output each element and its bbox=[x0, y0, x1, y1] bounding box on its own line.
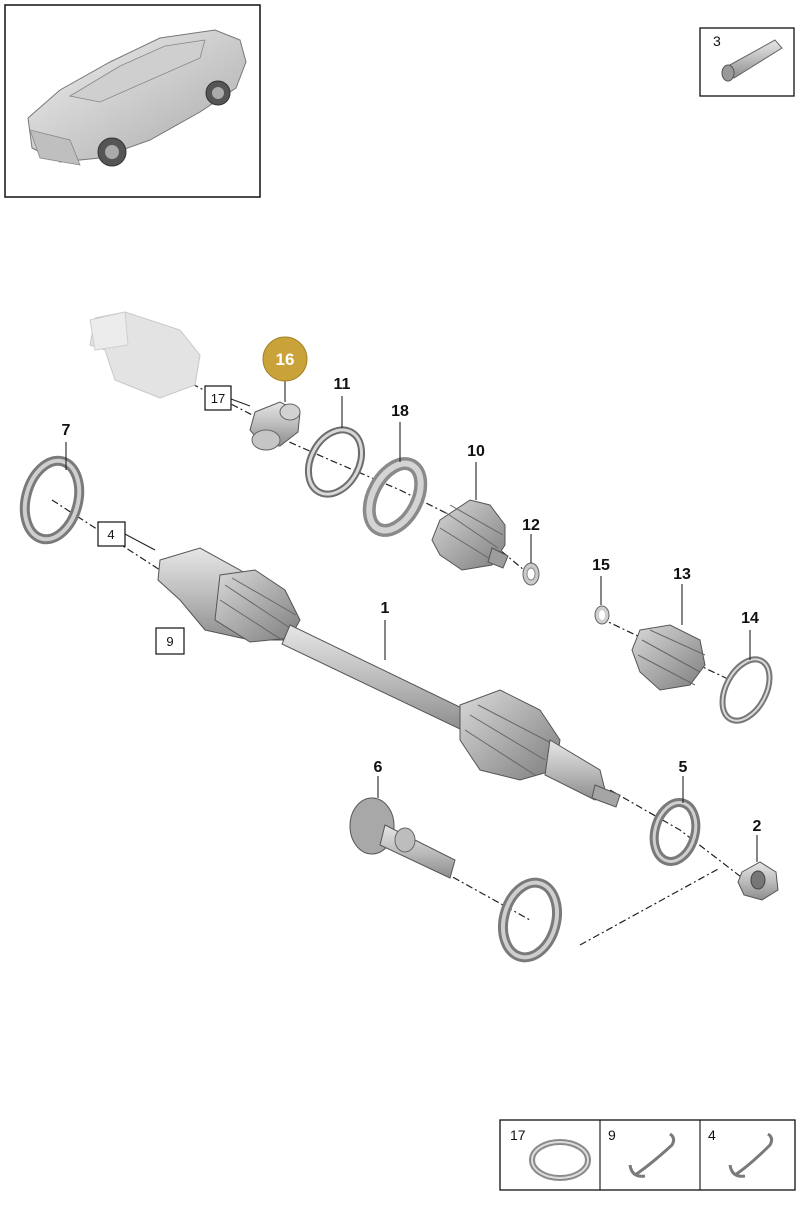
svg-text:9: 9 bbox=[166, 634, 173, 649]
callout-7[interactable]: 7 bbox=[62, 422, 71, 439]
svg-text:9: 9 bbox=[608, 1127, 616, 1143]
ring-15[interactable] bbox=[594, 605, 610, 625]
spacer-ring-18[interactable] bbox=[359, 455, 432, 539]
callout-15[interactable]: 15 bbox=[592, 557, 610, 574]
band-clamp-14[interactable] bbox=[713, 651, 779, 728]
snap-ring-11[interactable] bbox=[298, 421, 372, 504]
legend-cell-4[interactable]: 4 bbox=[708, 1127, 774, 1178]
callout-11[interactable]: 11 bbox=[334, 376, 351, 393]
collar-nut-2[interactable] bbox=[737, 861, 779, 901]
leader-lines bbox=[65, 378, 758, 862]
inner-joint-housing[interactable] bbox=[89, 311, 201, 399]
callout-13[interactable]: 13 bbox=[673, 566, 691, 583]
car-illustration bbox=[27, 29, 247, 167]
boot-13[interactable] bbox=[631, 624, 706, 691]
callout-10[interactable]: 10 bbox=[467, 443, 485, 460]
drive-shaft-1[interactable] bbox=[157, 547, 621, 808]
ring-5[interactable] bbox=[648, 798, 702, 866]
callout-1[interactable]: 1 bbox=[381, 600, 390, 617]
boxed-ref-9[interactable]: 9 bbox=[155, 627, 185, 655]
clamp-12[interactable] bbox=[522, 562, 540, 586]
svg-text:4: 4 bbox=[107, 527, 114, 542]
vehicle-thumbnail[interactable] bbox=[4, 4, 261, 198]
retaining-ring-7[interactable] bbox=[17, 455, 88, 546]
boxed-ref-17[interactable]: 17 bbox=[204, 385, 232, 411]
boot-10[interactable] bbox=[431, 499, 509, 571]
svg-text:17: 17 bbox=[510, 1127, 526, 1143]
grease-tube-icon bbox=[721, 39, 783, 82]
stub-shaft-6[interactable] bbox=[349, 797, 456, 879]
highlight-label: 16 bbox=[276, 350, 295, 369]
callout-5[interactable]: 5 bbox=[679, 759, 688, 776]
svg-text:4: 4 bbox=[708, 1127, 716, 1143]
ring-lower[interactable] bbox=[495, 877, 565, 964]
circlip-9-icon bbox=[634, 1132, 676, 1177]
circlip-4-icon bbox=[734, 1132, 774, 1177]
callout-18[interactable]: 18 bbox=[391, 403, 409, 420]
callout-12[interactable]: 12 bbox=[522, 517, 540, 534]
grease-tube-box[interactable]: 3 bbox=[699, 27, 795, 97]
legend-table: 17 9 4 bbox=[499, 1119, 796, 1191]
callout-labels: 1 2 5 6 7 10 11 12 13 14 15 18 bbox=[62, 376, 762, 835]
legend-cell-17[interactable]: 17 bbox=[510, 1127, 591, 1181]
boxed-ref-4[interactable]: 4 bbox=[97, 521, 126, 547]
callout-14[interactable]: 14 bbox=[741, 610, 759, 627]
callout-6[interactable]: 6 bbox=[374, 759, 383, 776]
callout-2[interactable]: 2 bbox=[753, 818, 762, 835]
svg-text:17: 17 bbox=[211, 391, 225, 406]
grease-tube-label: 3 bbox=[713, 33, 721, 49]
legend-cell-9[interactable]: 9 bbox=[608, 1127, 676, 1178]
tripod-joint[interactable] bbox=[249, 401, 301, 451]
highlight-callout-16[interactable]: 16 bbox=[262, 336, 308, 382]
